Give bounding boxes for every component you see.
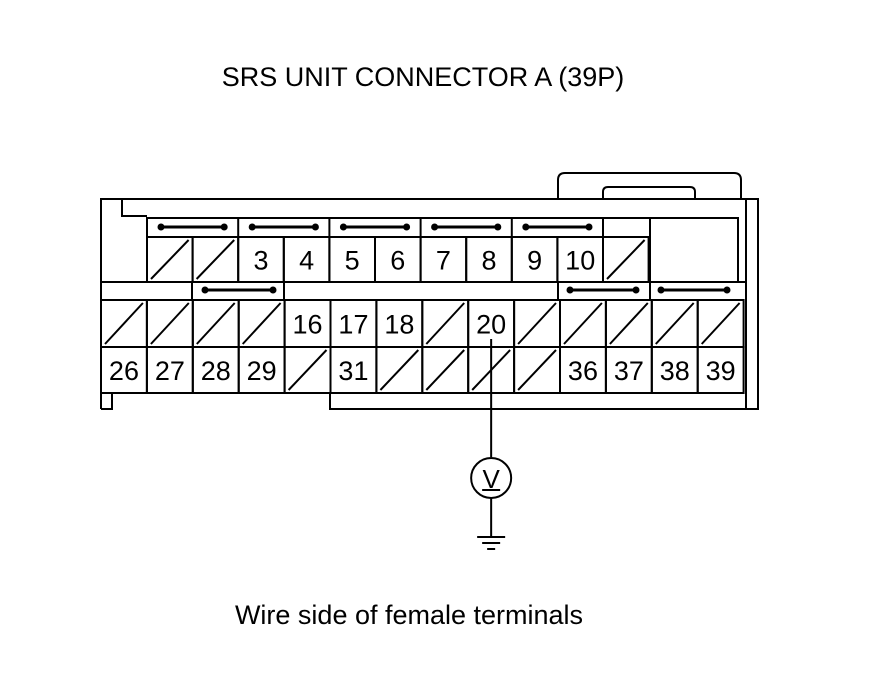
bar-end-dot — [201, 286, 209, 294]
terminal-number: 27 — [155, 356, 185, 386]
terminal-number: 8 — [481, 246, 496, 276]
bar-end-dot — [431, 223, 439, 231]
terminal-number: 31 — [338, 356, 368, 386]
unused-terminal-slash — [517, 349, 557, 391]
unused-terminal-slash — [195, 239, 235, 280]
bar-end-dot — [269, 286, 277, 294]
bar-end-dot — [723, 286, 731, 294]
unused-terminal-slash — [609, 302, 649, 345]
terminal-number: 5 — [345, 246, 360, 276]
bar-end-dot — [157, 223, 165, 231]
terminal-number: 28 — [201, 356, 231, 386]
terminal-cell — [602, 236, 650, 283]
terminal-number: 6 — [390, 246, 405, 276]
unused-terminal-slash — [241, 302, 282, 345]
terminal-number: 20 — [476, 310, 506, 340]
unused-terminal-slash — [379, 349, 420, 391]
terminal-number: 4 — [299, 246, 314, 276]
unused-terminal-slash — [425, 349, 465, 391]
unused-terminal-slash — [700, 302, 741, 345]
bar-end-dot — [632, 286, 640, 294]
empty-cavity — [649, 217, 739, 283]
bar-end-dot — [311, 223, 319, 231]
bar-end-dot — [585, 223, 593, 231]
unused-terminal-slash — [287, 349, 328, 391]
locking-tab — [557, 172, 742, 199]
bar-end-dot — [403, 223, 411, 231]
unused-terminal-slash — [104, 302, 144, 345]
bar-end-dot — [566, 286, 574, 294]
shorting-bars — [157, 218, 731, 300]
unused-terminal-slash — [563, 302, 603, 345]
housing-bottom-lip — [329, 392, 746, 410]
terminal-number: 10 — [565, 246, 595, 276]
unused-terminal-slash — [517, 302, 557, 345]
housing-top-edge — [122, 198, 759, 410]
terminal-number: 9 — [527, 246, 542, 276]
terminal-number: 3 — [253, 246, 268, 276]
terminal-number: 18 — [384, 310, 414, 340]
housing-left-foot — [101, 392, 113, 410]
terminal-number: 38 — [660, 356, 690, 386]
terminal-number: 36 — [568, 356, 598, 386]
bar-end-dot — [522, 223, 530, 231]
terminal-number: 26 — [109, 356, 139, 386]
unused-terminal-slash — [150, 239, 190, 280]
terminal-number: 37 — [614, 356, 644, 386]
bar-end-dot — [494, 223, 502, 231]
bar-end-dot — [657, 286, 665, 294]
terminal-number: 39 — [706, 356, 736, 386]
bar-end-dot — [339, 223, 347, 231]
unused-terminal-slash — [425, 302, 465, 345]
terminal-cell — [696, 346, 745, 394]
unused-terminal-slash — [655, 302, 695, 345]
voltmeter-symbol: V — [482, 464, 500, 494]
bar-end-dot — [248, 223, 256, 231]
terminal-number: 29 — [247, 356, 277, 386]
terminal-number: 17 — [338, 310, 368, 340]
terminal-number: 7 — [436, 246, 451, 276]
voltmeter-probe: V — [470, 339, 513, 550]
terminal-number: 16 — [293, 310, 323, 340]
bar-end-dot — [220, 223, 228, 231]
unused-terminal-slash — [606, 239, 646, 280]
diagram-caption: Wire side of female terminals — [234, 600, 584, 630]
unused-terminal-slash — [150, 302, 190, 345]
locking-tab-inner — [602, 186, 696, 199]
diagram-title: SRS UNIT CONNECTOR A (39P) — [221, 62, 625, 92]
unused-terminal-slash — [196, 302, 236, 345]
